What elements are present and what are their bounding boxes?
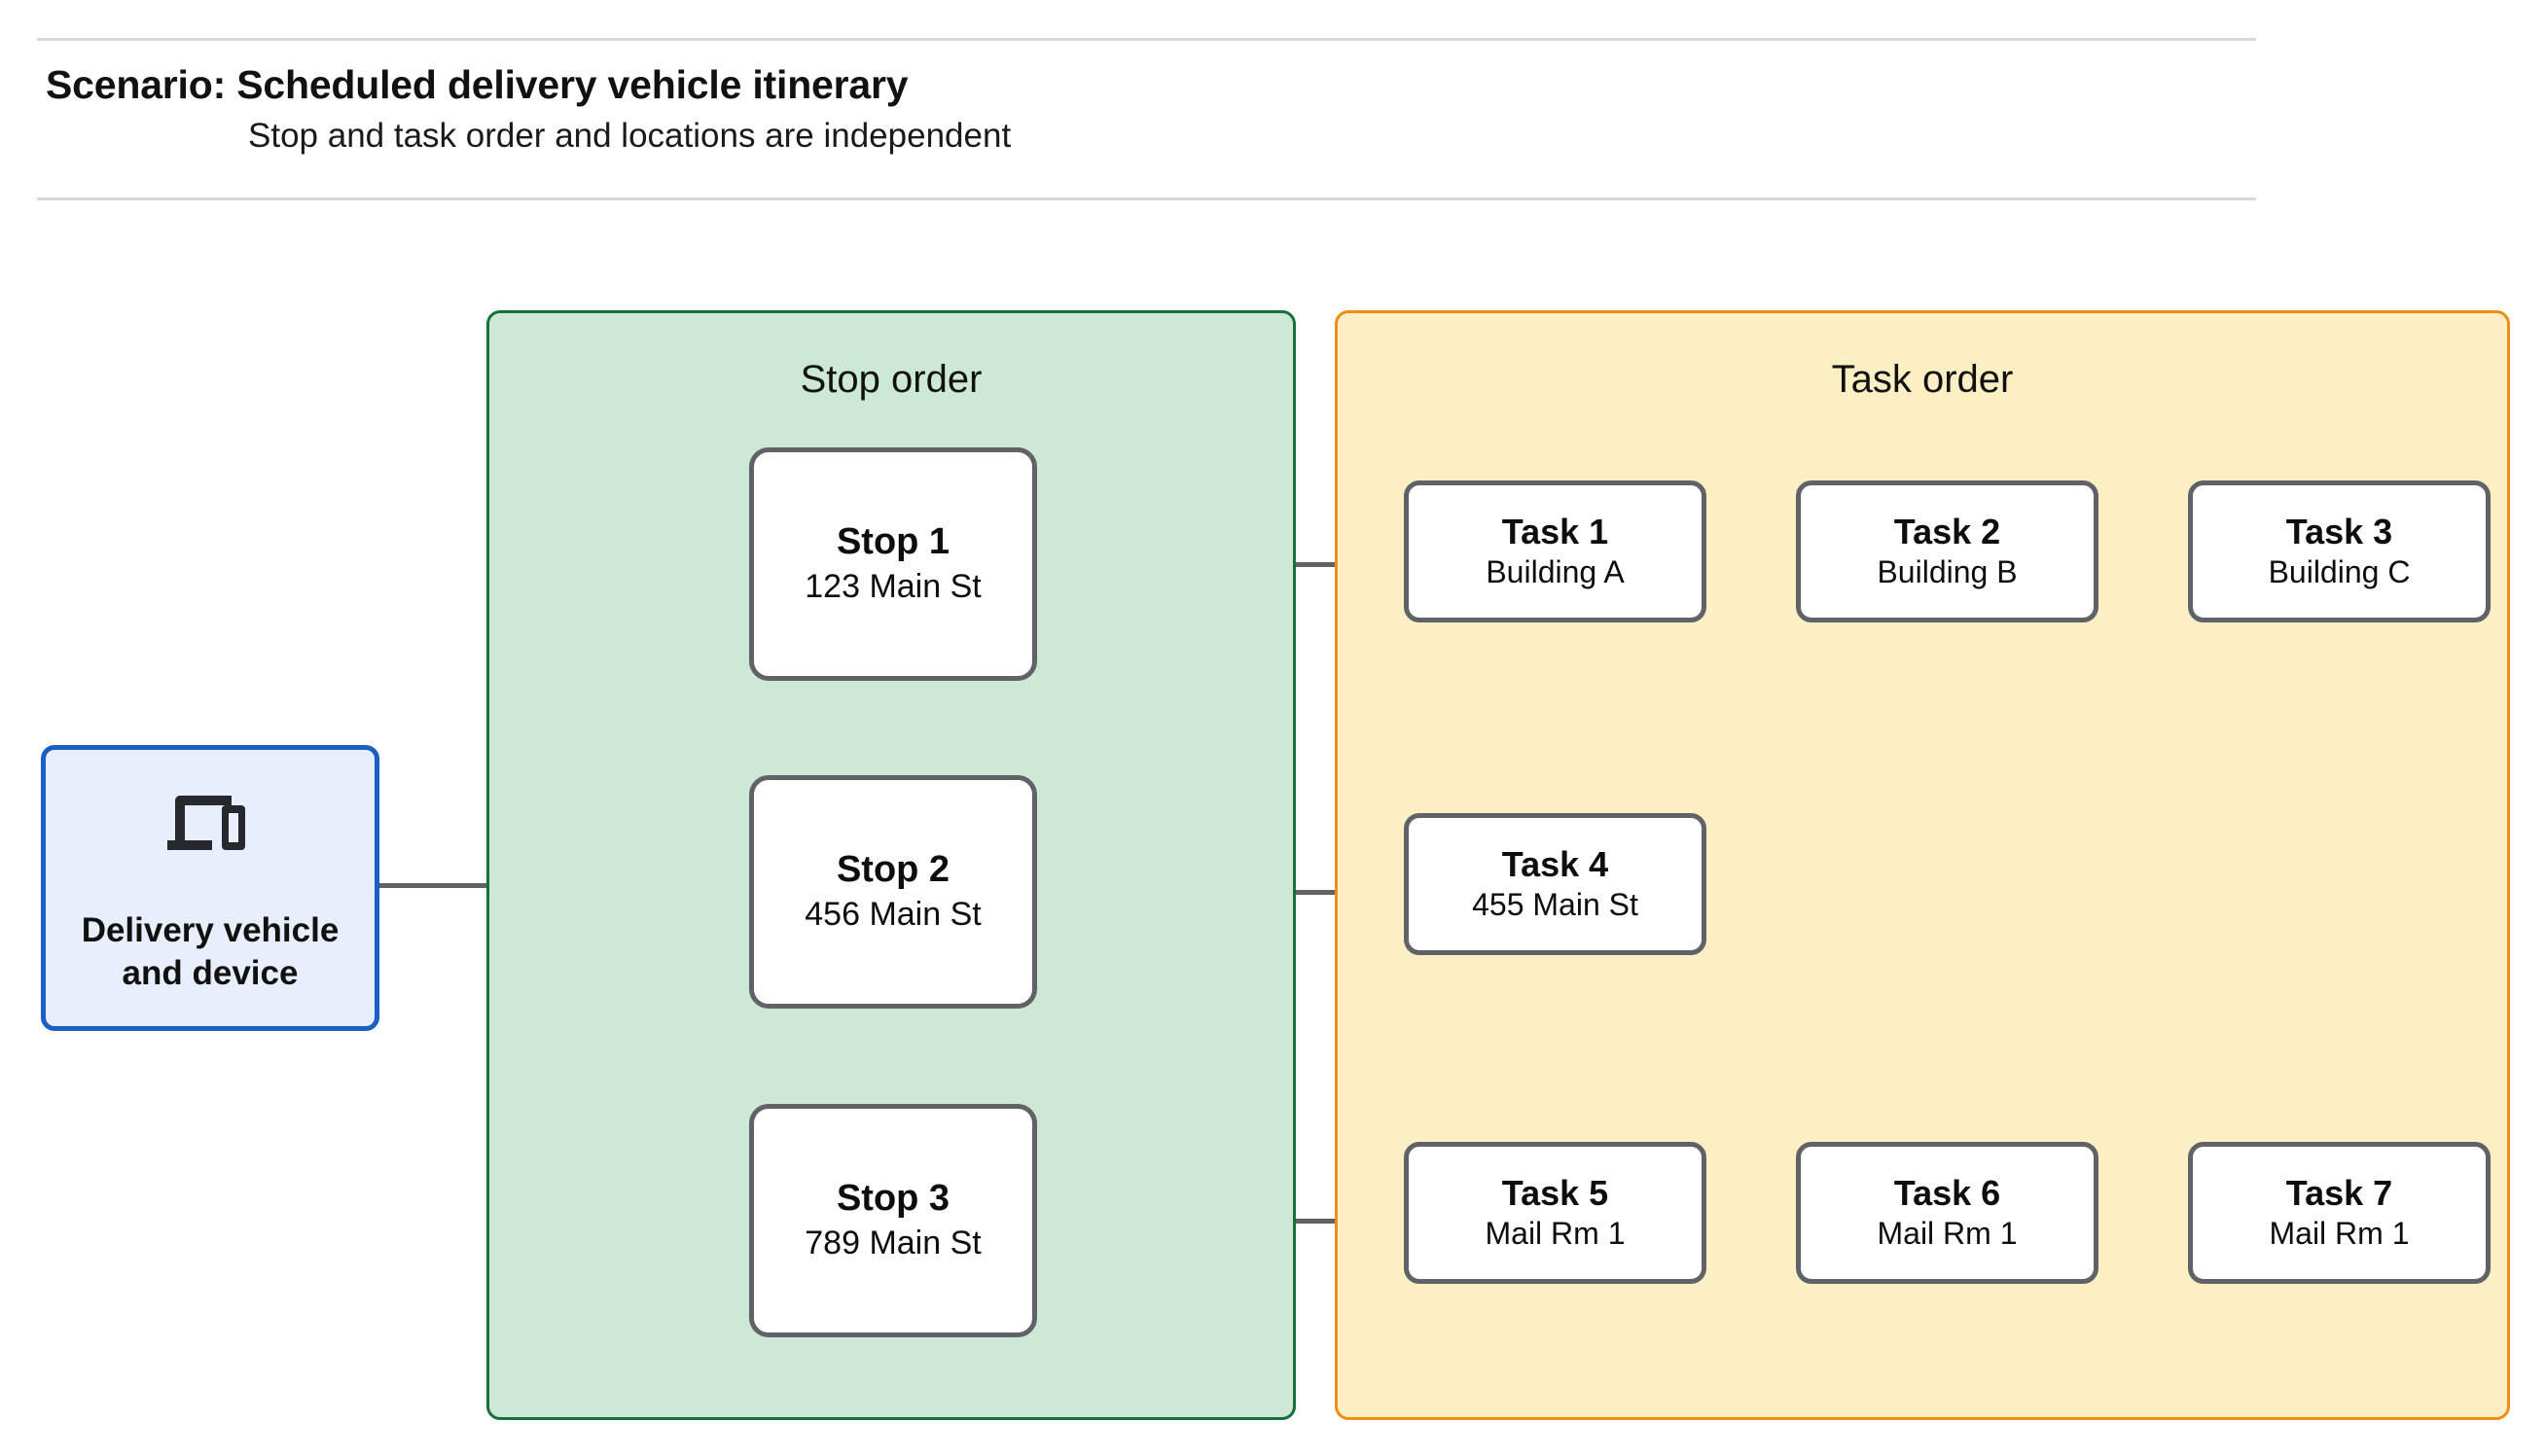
task-node-title: Task 4 xyxy=(1501,843,1609,884)
stop-order-title: Stop order xyxy=(800,358,983,401)
stop-node-3[interactable]: Stop 3 789 Main St xyxy=(749,1104,1037,1337)
stop-node-1[interactable]: Stop 1 123 Main St xyxy=(749,447,1037,681)
task-node-6[interactable]: Task 6 Mail Rm 1 xyxy=(1796,1142,2098,1284)
task-node-title: Task 7 xyxy=(2285,1172,2393,1213)
task-node-title: Task 1 xyxy=(1501,511,1609,551)
header-divider-bottom xyxy=(37,197,2256,200)
task-node-location: Building B xyxy=(1877,553,2018,589)
task-node-4[interactable]: Task 4 455 Main St xyxy=(1404,813,1706,955)
device-node-label: Delivery vehicle and device xyxy=(81,911,340,992)
header-divider-top xyxy=(37,38,2256,41)
delivery-vehicle-and-device-node[interactable]: Delivery vehicle and device xyxy=(41,745,379,1031)
task-node-title: Task 3 xyxy=(2285,511,2393,551)
task-node-location: Building C xyxy=(2268,553,2411,589)
stop-node-location: 456 Main St xyxy=(805,895,982,933)
stop-node-2[interactable]: Stop 2 456 Main St xyxy=(749,775,1037,1009)
task-node-2[interactable]: Task 2 Building B xyxy=(1796,480,2098,622)
devices-icon xyxy=(167,796,245,850)
task-node-title: Task 2 xyxy=(1893,511,2001,551)
page-subtitle: Stop and task order and locations are in… xyxy=(248,117,1012,155)
task-node-location: Mail Rm 1 xyxy=(1877,1215,2018,1251)
task-node-3[interactable]: Task 3 Building C xyxy=(2188,480,2491,622)
connector-device-to-trunk xyxy=(377,883,553,888)
stop-node-title: Stop 3 xyxy=(836,1178,950,1220)
task-node-1[interactable]: Task 1 Building A xyxy=(1404,480,1706,622)
task-node-location: 455 Main St xyxy=(1472,886,1638,922)
task-node-5[interactable]: Task 5 Mail Rm 1 xyxy=(1404,1142,1706,1284)
page-title: Scenario: Scheduled delivery vehicle iti… xyxy=(46,62,909,107)
task-node-location: Building A xyxy=(1486,553,1625,589)
stop-node-title: Stop 2 xyxy=(836,849,950,891)
stop-node-location: 789 Main St xyxy=(805,1224,982,1261)
task-node-title: Task 6 xyxy=(1893,1172,2001,1213)
task-order-title: Task order xyxy=(1831,358,2014,401)
task-node-location: Mail Rm 1 xyxy=(2269,1215,2410,1251)
task-node-7[interactable]: Task 7 Mail Rm 1 xyxy=(2188,1142,2491,1284)
task-node-title: Task 5 xyxy=(1501,1172,1609,1213)
stop-node-location: 123 Main St xyxy=(805,567,982,605)
stop-node-title: Stop 1 xyxy=(836,521,950,563)
task-node-location: Mail Rm 1 xyxy=(1485,1215,1626,1251)
